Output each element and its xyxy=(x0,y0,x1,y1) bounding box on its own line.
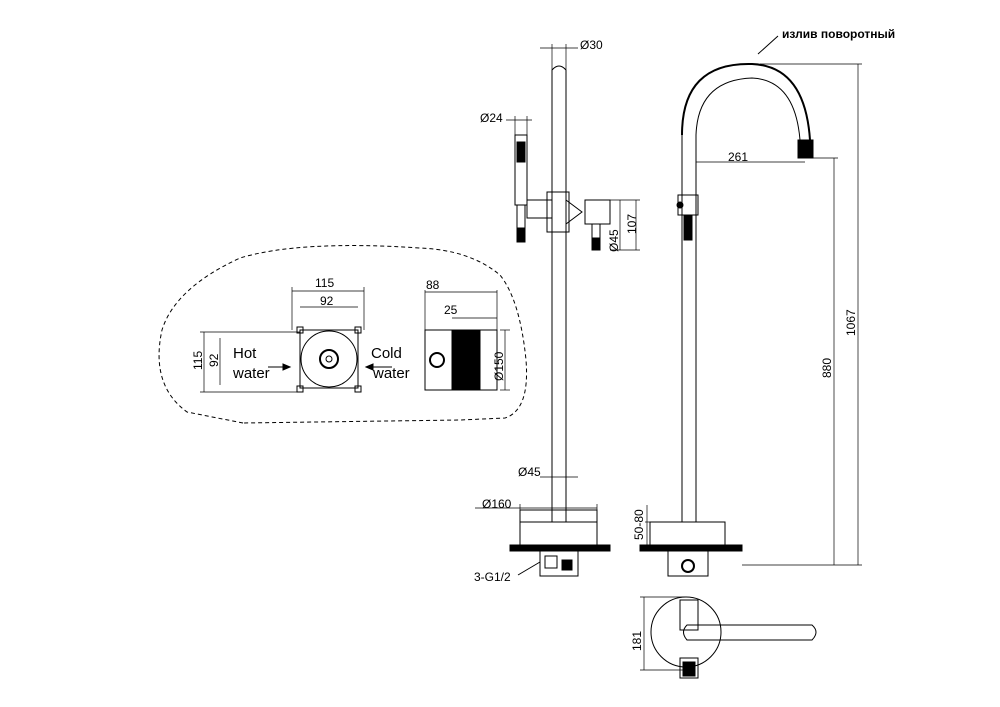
shower-column-side-elevation xyxy=(639,35,862,577)
dim-pipe-top-dia: Ø30 xyxy=(580,38,603,52)
label-inlet-thread: 3-G1/2 xyxy=(474,570,511,584)
dim-base-dia: Ø160 xyxy=(482,497,512,511)
dim-box-depth-inner: 25 xyxy=(444,303,458,317)
dim-total-height: 1067 xyxy=(844,309,858,336)
dim-spout-height: 880 xyxy=(820,358,834,378)
label-hot-water-1: Hot xyxy=(233,345,257,362)
label-cold-water-1: Cold xyxy=(371,345,402,362)
dim-base-depth: 181 xyxy=(630,631,644,651)
spout-note: излив поворотный xyxy=(782,27,895,41)
dim-box-height-outer: 115 xyxy=(191,351,205,370)
base-plan-view xyxy=(640,596,817,679)
label-cold-water-2: water xyxy=(372,365,410,382)
dim-box-dia: Ø150 xyxy=(492,351,506,381)
dim-box-depth-outer: 88 xyxy=(426,278,440,292)
dim-box-height-inner: 92 xyxy=(207,353,221,367)
dim-mixer-height: 107 xyxy=(625,214,639,234)
dim-box-width-inner: 92 xyxy=(320,294,334,308)
dim-floor-range: 50-80 xyxy=(632,509,646,540)
label-hot-water-2: water xyxy=(232,365,270,382)
concealed-box-side xyxy=(424,290,510,391)
dim-box-width-outer: 115 xyxy=(315,276,334,290)
dim-column-dia: Ø45 xyxy=(518,465,541,479)
dim-handshower-dia: Ø24 xyxy=(480,111,503,125)
shower-column-elevation xyxy=(475,44,640,577)
detail-callout-outline xyxy=(158,245,528,424)
dim-spout-reach: 261 xyxy=(728,150,748,164)
dim-mixer-dia: Ø45 xyxy=(607,229,621,252)
concealed-box-front xyxy=(200,287,392,393)
